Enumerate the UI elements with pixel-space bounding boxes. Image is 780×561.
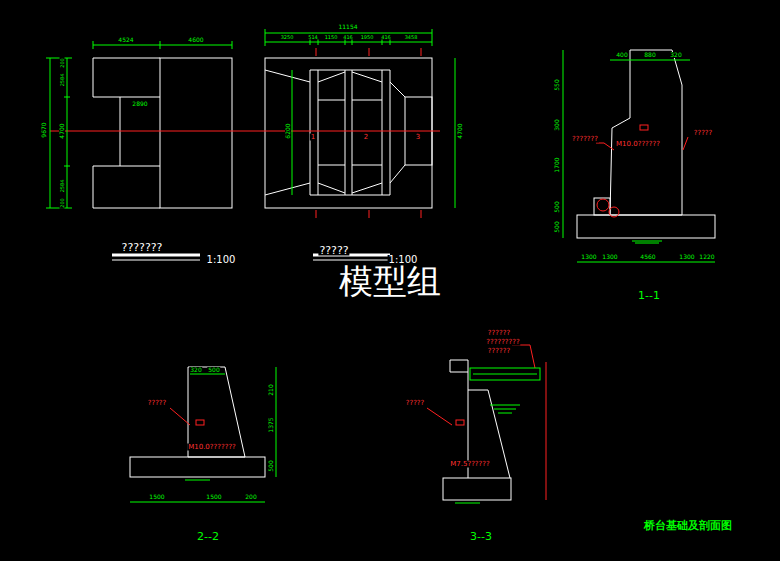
- drawing-label: 1300: [678, 254, 695, 260]
- dimension-vertical: 6200: [285, 122, 291, 139]
- drawing-label: 3250: [280, 35, 295, 40]
- drawing-label: 880: [643, 52, 656, 58]
- drawing-label: 3458: [404, 35, 419, 40]
- drawing-label: 416: [342, 35, 354, 40]
- drawing-label: 416: [380, 35, 392, 40]
- dimension-vertical: 500: [268, 459, 274, 472]
- material-note: ???????: [571, 136, 599, 143]
- drawing-label: 320: [669, 52, 682, 58]
- drawing-label: 1220: [698, 254, 715, 260]
- drawing-label: 2--2: [196, 531, 220, 542]
- material-note: ??????: [487, 348, 511, 355]
- dimension-vertical: 200: [60, 197, 65, 209]
- material-note: ?????: [147, 400, 168, 407]
- dimension-vertical: 1700: [554, 156, 560, 173]
- drawing-label: 400: [615, 52, 628, 58]
- dimension-vertical: 1375: [268, 416, 274, 433]
- drawing-label: 4560: [639, 254, 656, 260]
- drawing-title: 桥台基础及剖面图: [643, 520, 733, 531]
- drawing-label: 514: [307, 35, 319, 40]
- material-note: 3: [415, 134, 421, 141]
- drawing-label: 1150: [324, 35, 339, 40]
- dimension-vertical: 550: [554, 78, 560, 91]
- drawing-label: ???????: [121, 242, 164, 253]
- drawing-label: 4524: [117, 37, 134, 43]
- drawing-label: ?????: [318, 245, 349, 256]
- drawing-label: 200: [244, 494, 257, 500]
- material-note: M10.0???????: [187, 444, 237, 451]
- dimension-vertical: 500: [554, 200, 560, 213]
- drawing-label: 3--3: [469, 531, 493, 542]
- drawing-label: 1:100: [206, 255, 237, 265]
- material-note: ?????????: [485, 339, 520, 346]
- material-note: ?????: [405, 400, 426, 407]
- watermark: 模型组: [338, 264, 442, 298]
- drawing-label: 1500: [205, 494, 222, 500]
- drawing-label: 1300: [601, 254, 618, 260]
- drawing-label: 1--1: [637, 290, 661, 301]
- material-note: ?????: [693, 130, 714, 137]
- drawing-label: 2890: [131, 101, 148, 107]
- dimension-vertical: 210: [268, 383, 274, 396]
- dimension-vertical: 500: [554, 220, 560, 233]
- dimension-vertical: 2584: [60, 179, 65, 194]
- dimension-vertical: 300: [554, 118, 560, 131]
- material-note: M10.0??????: [615, 141, 661, 148]
- dimension-vertical: 2584: [60, 73, 65, 88]
- dimension-vertical: 200: [60, 57, 65, 69]
- drawing-label: 500: [207, 367, 220, 373]
- drawing-label: 320: [189, 367, 202, 373]
- material-note: M7.5??????: [449, 461, 490, 468]
- material-note: ??????: [487, 330, 511, 337]
- drawing-label: 1500: [148, 494, 165, 500]
- dimension-vertical: 9670: [41, 121, 47, 138]
- drawing-label: 1300: [580, 254, 597, 260]
- dimension-vertical: 4700: [59, 122, 65, 139]
- material-note: 2: [363, 134, 369, 141]
- material-note: 1: [310, 134, 316, 141]
- drawing-label: 1950: [360, 35, 375, 40]
- drawing-label: 11154: [337, 24, 358, 30]
- dimension-vertical: 4700: [457, 122, 463, 139]
- drawing-label: 4600: [187, 37, 204, 43]
